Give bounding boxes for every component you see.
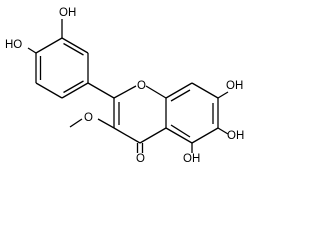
benzo-ring bbox=[165, 82, 219, 144]
double-bond-inner bbox=[170, 89, 191, 102]
bond-biaryl bbox=[87, 82, 115, 99]
catechol-ring bbox=[35, 37, 89, 99]
bond bbox=[191, 127, 219, 144]
atom-label-oh-c7: OH bbox=[226, 80, 243, 92]
bond-o-methyl bbox=[69, 118, 83, 128]
pyranone-ring bbox=[113, 85, 167, 144]
atom-label-oh-c6: OH bbox=[227, 130, 244, 142]
atom-label-carbonyl-oxygen: O bbox=[136, 153, 145, 165]
atom-label-oh-top: OH bbox=[59, 7, 76, 19]
bond bbox=[139, 127, 167, 144]
bond-to-ho-left bbox=[27, 47, 37, 54]
bond-to-oh-c7 bbox=[217, 91, 229, 99]
atom-label-methoxy-oxygen: O bbox=[84, 112, 93, 124]
atom-label-oh-c5: OH bbox=[183, 153, 200, 165]
double-bond-inner bbox=[63, 80, 84, 94]
bond-to-oh-c6 bbox=[217, 127, 229, 135]
bond bbox=[191, 82, 219, 99]
bond bbox=[113, 85, 137, 99]
bond bbox=[35, 37, 63, 54]
double-bond-inner bbox=[170, 124, 191, 138]
bond bbox=[35, 82, 63, 99]
flavonoid-structure-diagram: OH HO O OH O OH O OH bbox=[5, 7, 244, 165]
bond bbox=[165, 82, 193, 99]
bond bbox=[145, 85, 167, 99]
atom-label-ring-oxygen: O bbox=[137, 80, 146, 92]
bond-c3-o bbox=[97, 118, 115, 129]
bond bbox=[165, 127, 193, 144]
bond bbox=[61, 37, 89, 54]
double-bond-inner bbox=[63, 42, 84, 56]
bond bbox=[61, 82, 89, 99]
atom-label-ho-left: HO bbox=[5, 39, 22, 51]
bond bbox=[113, 127, 141, 144]
